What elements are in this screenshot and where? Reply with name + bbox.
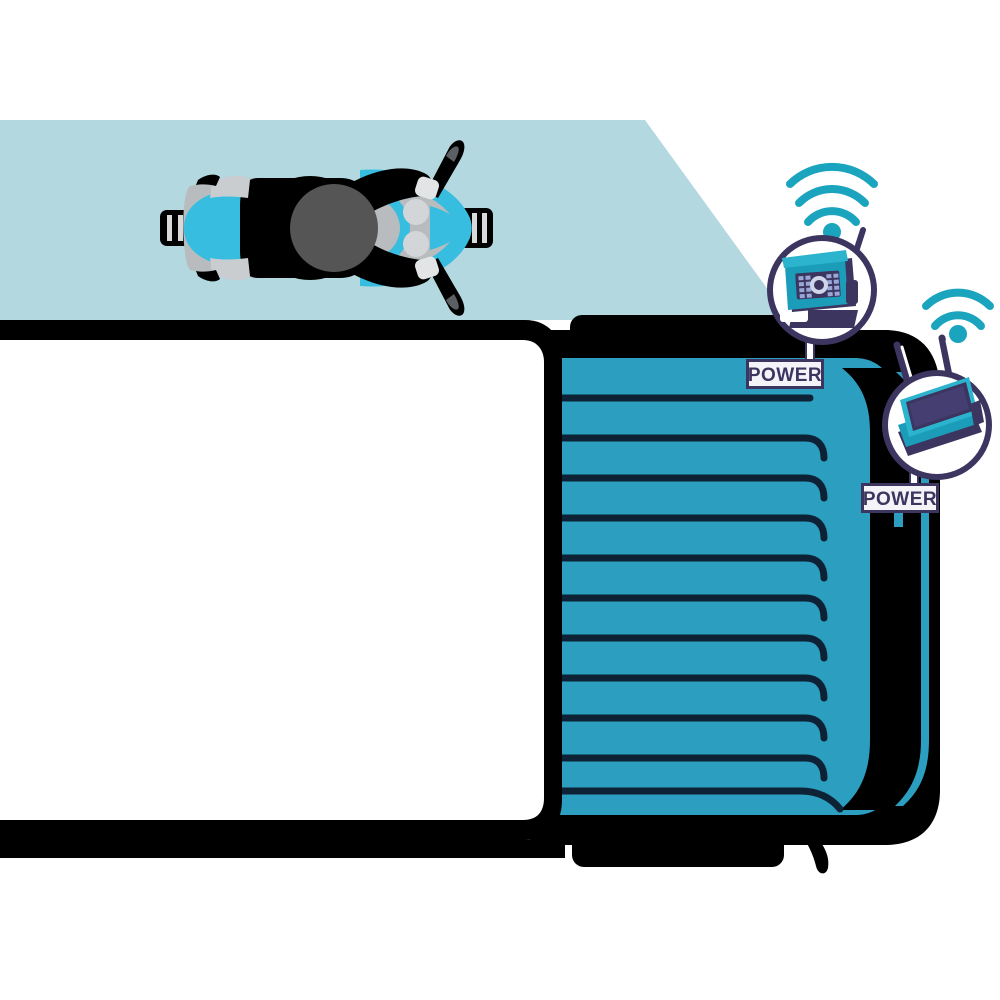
rider-helmet <box>290 184 378 272</box>
camera-callout[interactable]: POWER <box>746 162 878 389</box>
trailer-underline <box>0 840 565 858</box>
monitor-power-cable <box>894 513 903 527</box>
monitor-callout-stem-fill <box>911 455 917 495</box>
rear-bumper <box>572 825 784 867</box>
wifi-dot-icon-2 <box>949 325 967 343</box>
power-label-2: POWER <box>861 483 939 513</box>
rear-door-panel <box>548 358 898 815</box>
rider-glove-lower <box>415 256 439 280</box>
motorcycle-headlight-lower <box>403 231 429 257</box>
camera-icon <box>780 250 858 328</box>
door-hinge <box>802 832 829 874</box>
camera-callout-stem-fill <box>807 336 813 370</box>
power-label-1-text: POWER <box>748 365 822 386</box>
wifi-signal-icon <box>786 162 878 226</box>
motorcycle-top-view <box>160 140 493 316</box>
power-label-1: POWER <box>746 359 824 389</box>
power-label-2-text: POWER <box>863 489 937 510</box>
rider-boot-tip-upper <box>196 174 220 186</box>
door-slats <box>544 394 844 813</box>
rider-boot-lower <box>210 258 250 281</box>
motorcycle-headlight-upper <box>403 199 429 225</box>
monitor-callout[interactable]: POWER <box>861 288 994 527</box>
monitor-icon <box>898 377 984 456</box>
motorcycle-nose-tip <box>430 206 464 250</box>
trailer-body-panel-inner <box>0 340 544 820</box>
door-right-recess <box>840 368 926 810</box>
wifi-signal-icon-2 <box>922 288 994 330</box>
rider-boot-upper <box>210 175 250 198</box>
truck-trailer <box>0 315 940 874</box>
rider-glove-upper <box>415 176 439 200</box>
rider-boot-tip-lower <box>196 270 220 282</box>
